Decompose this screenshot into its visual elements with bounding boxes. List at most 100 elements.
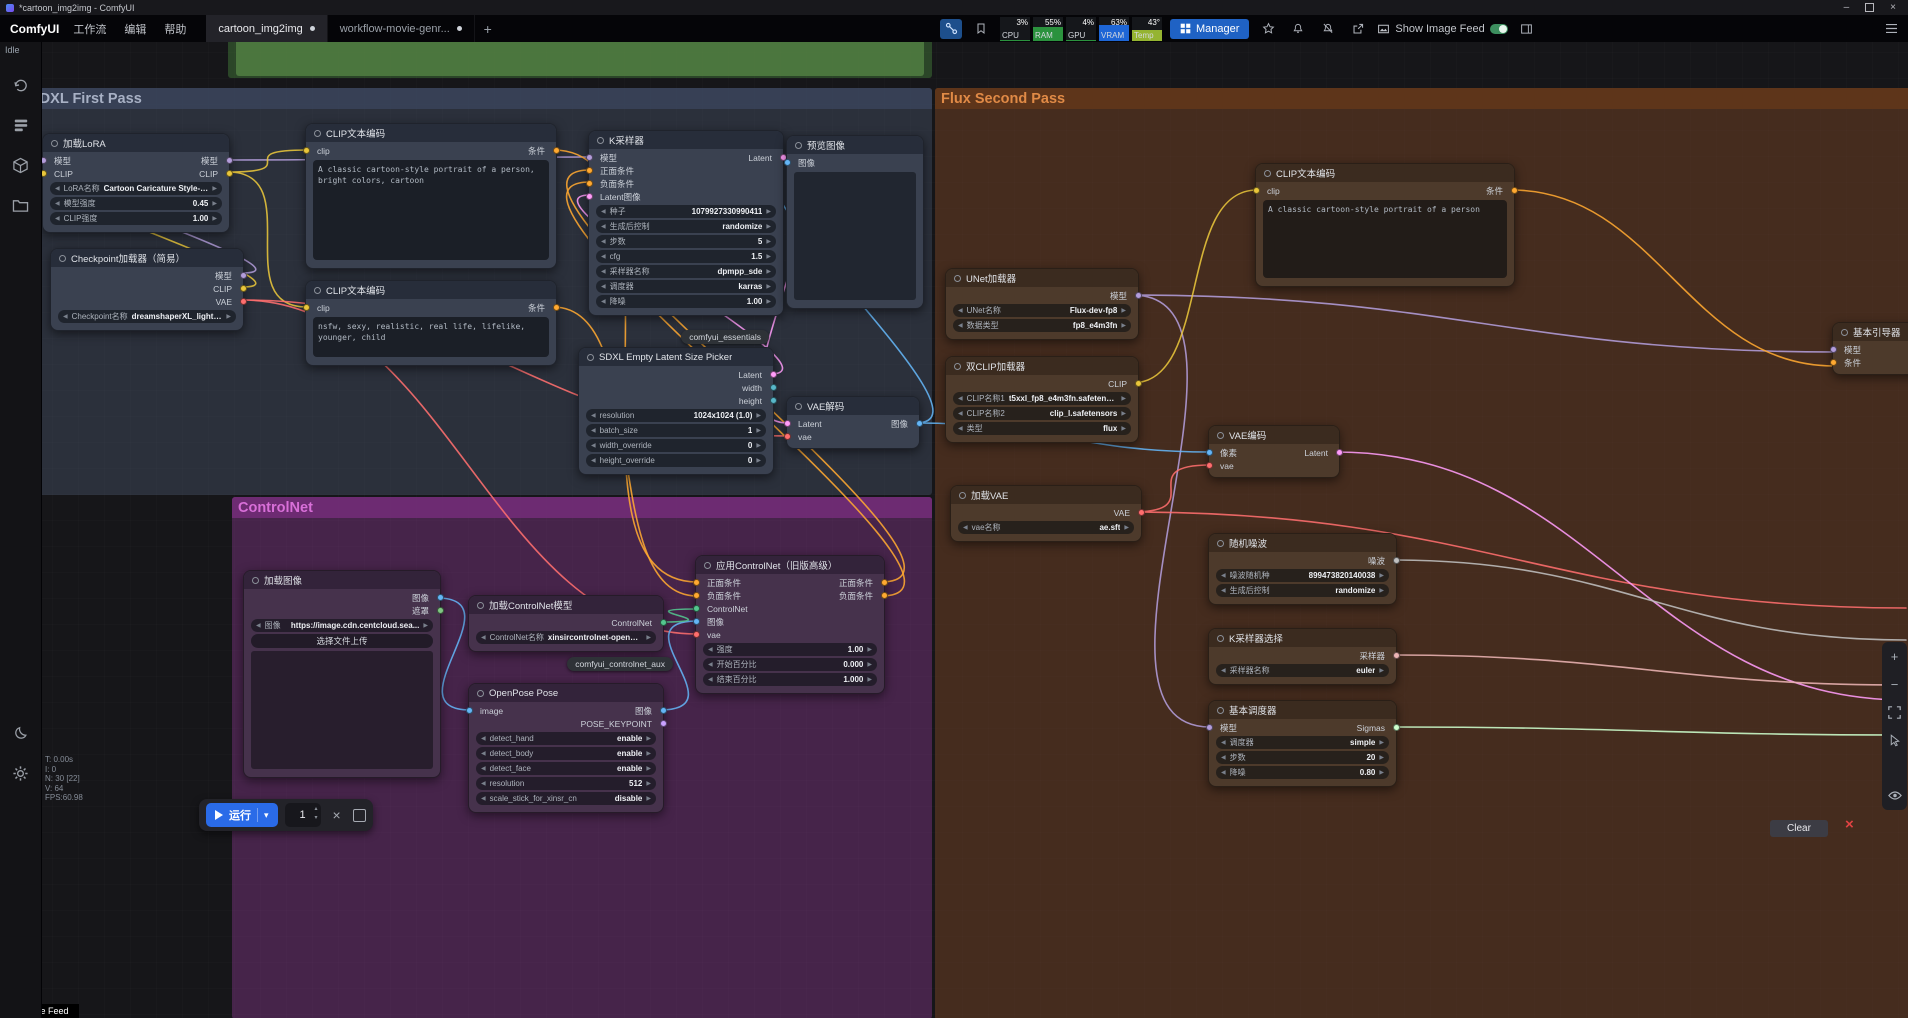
- input-slot-模型[interactable]: [1205, 724, 1213, 731]
- widget-prev-arrow-icon[interactable]: ◀: [481, 796, 486, 802]
- widget-next-arrow-icon[interactable]: ▶: [1379, 770, 1384, 776]
- select-mode-icon[interactable]: [1885, 731, 1904, 750]
- menu-workflow[interactable]: 工作流: [73, 23, 107, 36]
- prompt-textarea[interactable]: A classic cartoon-style portrait of a pe…: [313, 160, 549, 260]
- widget-prev-arrow-icon[interactable]: ◀: [591, 413, 596, 419]
- image-feed-close-icon[interactable]: ×: [1845, 816, 1854, 833]
- widget-prev-arrow-icon[interactable]: ◀: [481, 736, 486, 742]
- maximize-button[interactable]: [1865, 3, 1875, 12]
- input-slot-Latent图像[interactable]: [585, 193, 593, 200]
- input-slot-像素[interactable]: [1205, 449, 1213, 456]
- queue-icon[interactable]: [0, 105, 41, 145]
- zoom-in-icon[interactable]: +: [1890, 649, 1899, 664]
- input-slot-图像[interactable]: [783, 159, 791, 166]
- widget-next-arrow-icon[interactable]: ▶: [766, 269, 771, 275]
- widget-prev-arrow-icon[interactable]: ◀: [958, 411, 963, 417]
- comfyui-logo[interactable]: ComfyUI: [10, 21, 60, 36]
- bell-icon[interactable]: [1287, 19, 1309, 39]
- output-slot-CLIP[interactable]: [1134, 380, 1142, 387]
- widget-prev-arrow-icon[interactable]: ◀: [1221, 770, 1226, 776]
- widget-prev-arrow-icon[interactable]: ◀: [1221, 588, 1226, 594]
- node-collapse-dot[interactable]: [477, 601, 484, 609]
- output-slot-模型[interactable]: [225, 157, 233, 164]
- input-slot-ControlNet[interactable]: [692, 605, 700, 612]
- node-collapse-dot[interactable]: [954, 274, 961, 282]
- node-collapse-dot[interactable]: [954, 362, 961, 370]
- fit-view-icon[interactable]: [1885, 703, 1904, 722]
- widget-next-arrow-icon[interactable]: ▶: [1379, 740, 1384, 746]
- widget-next-arrow-icon[interactable]: ▶: [766, 239, 771, 245]
- output-slot-条件[interactable]: [552, 304, 560, 311]
- widget-prev-arrow-icon[interactable]: ◀: [1221, 740, 1226, 746]
- widget-next-arrow-icon[interactable]: ▶: [766, 224, 771, 230]
- node-preview-image[interactable]: 预览图像图像: [783, 135, 924, 309]
- node-collapse-dot[interactable]: [1841, 328, 1848, 336]
- output-slot-噪波[interactable]: [1392, 557, 1400, 564]
- input-slot-vae[interactable]: [692, 631, 700, 638]
- node-collapse-dot[interactable]: [597, 136, 604, 144]
- choose-file-upload-button[interactable]: 选择文件上传: [251, 634, 433, 648]
- widget-prev-arrow-icon[interactable]: ◀: [1221, 573, 1226, 579]
- output-slot-CLIP[interactable]: [239, 285, 247, 292]
- node-collapse-dot[interactable]: [477, 689, 484, 697]
- batch-count-steppers[interactable]: ▴▾: [314, 806, 318, 821]
- widget-prev-arrow-icon[interactable]: ◀: [55, 186, 60, 192]
- share-icon[interactable]: [1347, 19, 1369, 39]
- widget-prev-arrow-icon[interactable]: ◀: [601, 299, 606, 305]
- input-slot-Latent[interactable]: [783, 420, 791, 427]
- batch-count-input[interactable]: 1 ▴▾: [284, 803, 321, 827]
- input-slot-clip[interactable]: [302, 147, 310, 154]
- input-slot-image[interactable]: [465, 707, 473, 714]
- input-slot-负面条件[interactable]: [692, 592, 700, 599]
- zoom-out-icon[interactable]: −: [1890, 677, 1899, 692]
- node-collapse-dot[interactable]: [314, 286, 321, 294]
- star-icon[interactable]: [1257, 19, 1279, 39]
- widget-next-arrow-icon[interactable]: ▶: [212, 186, 217, 192]
- widget-next-arrow-icon[interactable]: ▶: [1121, 396, 1126, 402]
- output-slot-模型[interactable]: [1134, 292, 1142, 299]
- bell-off-icon[interactable]: [1317, 19, 1339, 39]
- menu-icon[interactable]: [1880, 19, 1902, 39]
- widget-next-arrow-icon[interactable]: ▶: [756, 413, 761, 419]
- input-slot-正面条件[interactable]: [692, 579, 700, 586]
- output-slot-图像[interactable]: [659, 707, 667, 714]
- output-slot-采样器[interactable]: [1392, 652, 1400, 659]
- widget-prev-arrow-icon[interactable]: ◀: [591, 428, 596, 434]
- widget-next-arrow-icon[interactable]: ▶: [867, 677, 872, 683]
- node-collapse-dot[interactable]: [1217, 431, 1224, 439]
- widget-prev-arrow-icon[interactable]: ◀: [958, 308, 963, 314]
- node-collapse-dot[interactable]: [1217, 706, 1224, 714]
- output-slot-遮罩[interactable]: [436, 607, 444, 614]
- bookmark-icon[interactable]: [970, 19, 992, 39]
- menu-help[interactable]: 帮助: [164, 23, 187, 36]
- node-collapse-dot[interactable]: [314, 129, 321, 137]
- image-feed-switch[interactable]: [1489, 23, 1508, 34]
- widget-prev-arrow-icon[interactable]: ◀: [601, 239, 606, 245]
- output-slot-width[interactable]: [769, 384, 777, 391]
- widget-prev-arrow-icon[interactable]: ◀: [591, 443, 596, 449]
- output-slot-模型[interactable]: [239, 272, 247, 279]
- widget-prev-arrow-icon[interactable]: ◀: [963, 525, 968, 531]
- widget-prev-arrow-icon[interactable]: ◀: [55, 201, 60, 207]
